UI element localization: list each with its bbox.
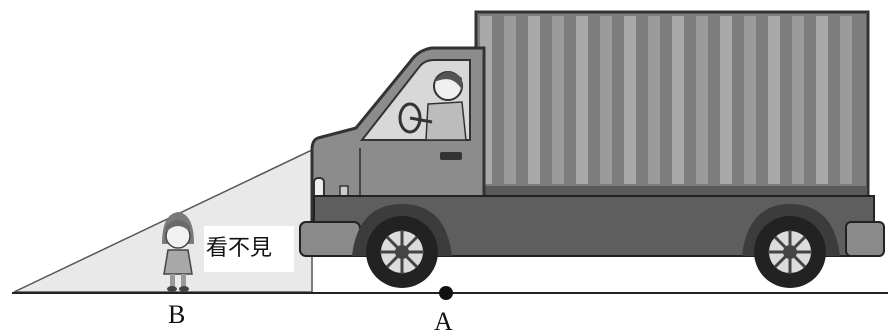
cargo-stripe [552, 16, 564, 184]
rear-bumper [846, 222, 884, 256]
cargo-stripe [576, 16, 588, 184]
cargo-stripe [648, 16, 660, 184]
cargo-stripe [816, 16, 828, 184]
cargo-stripe [600, 16, 612, 184]
cargo-stripe [720, 16, 732, 184]
rear-wheel [754, 216, 826, 288]
cargo-stripe [840, 16, 852, 184]
cannot-see-caption: 看不見 [204, 226, 294, 272]
cargo-stripe [768, 16, 780, 184]
cargo-stripe [672, 16, 684, 184]
cargo-stripe [624, 16, 636, 184]
cargo-stripe [744, 16, 756, 184]
front-bumper [300, 222, 360, 256]
cargo-stripe [696, 16, 708, 184]
cargo-stripe [792, 16, 804, 184]
cargo-stripe [504, 16, 516, 184]
cargo-box [476, 12, 868, 198]
cargo-stripe [528, 16, 540, 184]
front-wheel [366, 216, 438, 288]
point-a-label: A [434, 309, 453, 335]
point-b-label: B [168, 302, 185, 328]
point-a-marker [439, 286, 453, 300]
